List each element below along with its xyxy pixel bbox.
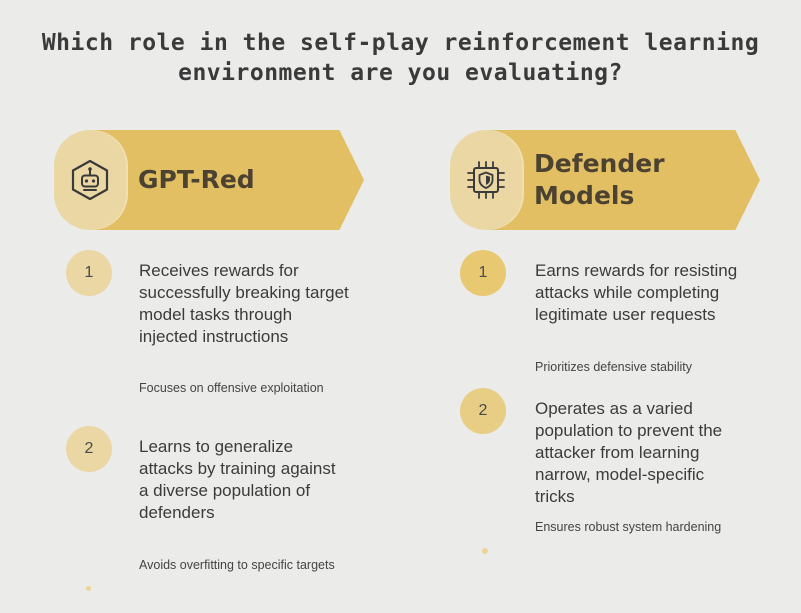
gpt-red-item-1-text: Receives rewards for successfully breaki…	[139, 261, 349, 346]
title-line-1: Which role in the self-play reinforcemen…	[41, 30, 760, 56]
gpt-red-item-2-number: 2	[66, 426, 112, 472]
gpt-red-banner-arrow	[90, 130, 364, 230]
defender-item-1-number: 1	[460, 250, 506, 296]
defender-item-1-note: Prioritizes defensive stability	[535, 360, 693, 374]
defender-item-2-number: 2	[460, 388, 506, 434]
page-title: Which role in the self-play reinforcemen…	[0, 28, 801, 88]
title-line-2: environment are you evaluating?	[178, 60, 623, 86]
robot-icon	[71, 159, 109, 201]
defender-models-banner: Defender Models	[450, 130, 770, 230]
defender-models-heading: Defender Models	[534, 149, 665, 210]
gpt-red-item-2-note: Avoids overfitting to specific targets	[139, 558, 335, 572]
defender-item-2-note: Ensures robust system hardening	[535, 520, 722, 534]
defender-item-2-text: Operates as a varied population to preve…	[535, 399, 723, 506]
gpt-red-heading: GPT-Red	[138, 165, 255, 194]
gpt-red-icon-circle	[54, 130, 126, 230]
decorative-dot	[482, 548, 488, 554]
defender-models-banner-arrow	[486, 130, 760, 230]
shield-chip-icon	[467, 161, 505, 199]
decorative-dot	[86, 586, 91, 591]
gpt-red-column: GPT-Red 1 Receives rewards for successfu…	[54, 130, 374, 572]
defender-models-column: Defender Models 1 Earns rewards for resi…	[450, 130, 770, 534]
defender-models-icon-circle	[450, 130, 522, 230]
gpt-red-item-2-text: Learns to generalize attacks by training…	[139, 437, 336, 522]
gpt-red-item-1-note: Focuses on offensive exploitation	[139, 381, 324, 395]
gpt-red-banner: GPT-Red	[54, 130, 374, 230]
defender-item-1-text: Earns rewards for resisting attacks whil…	[535, 261, 738, 324]
gpt-red-item-1-number: 1	[66, 250, 112, 296]
